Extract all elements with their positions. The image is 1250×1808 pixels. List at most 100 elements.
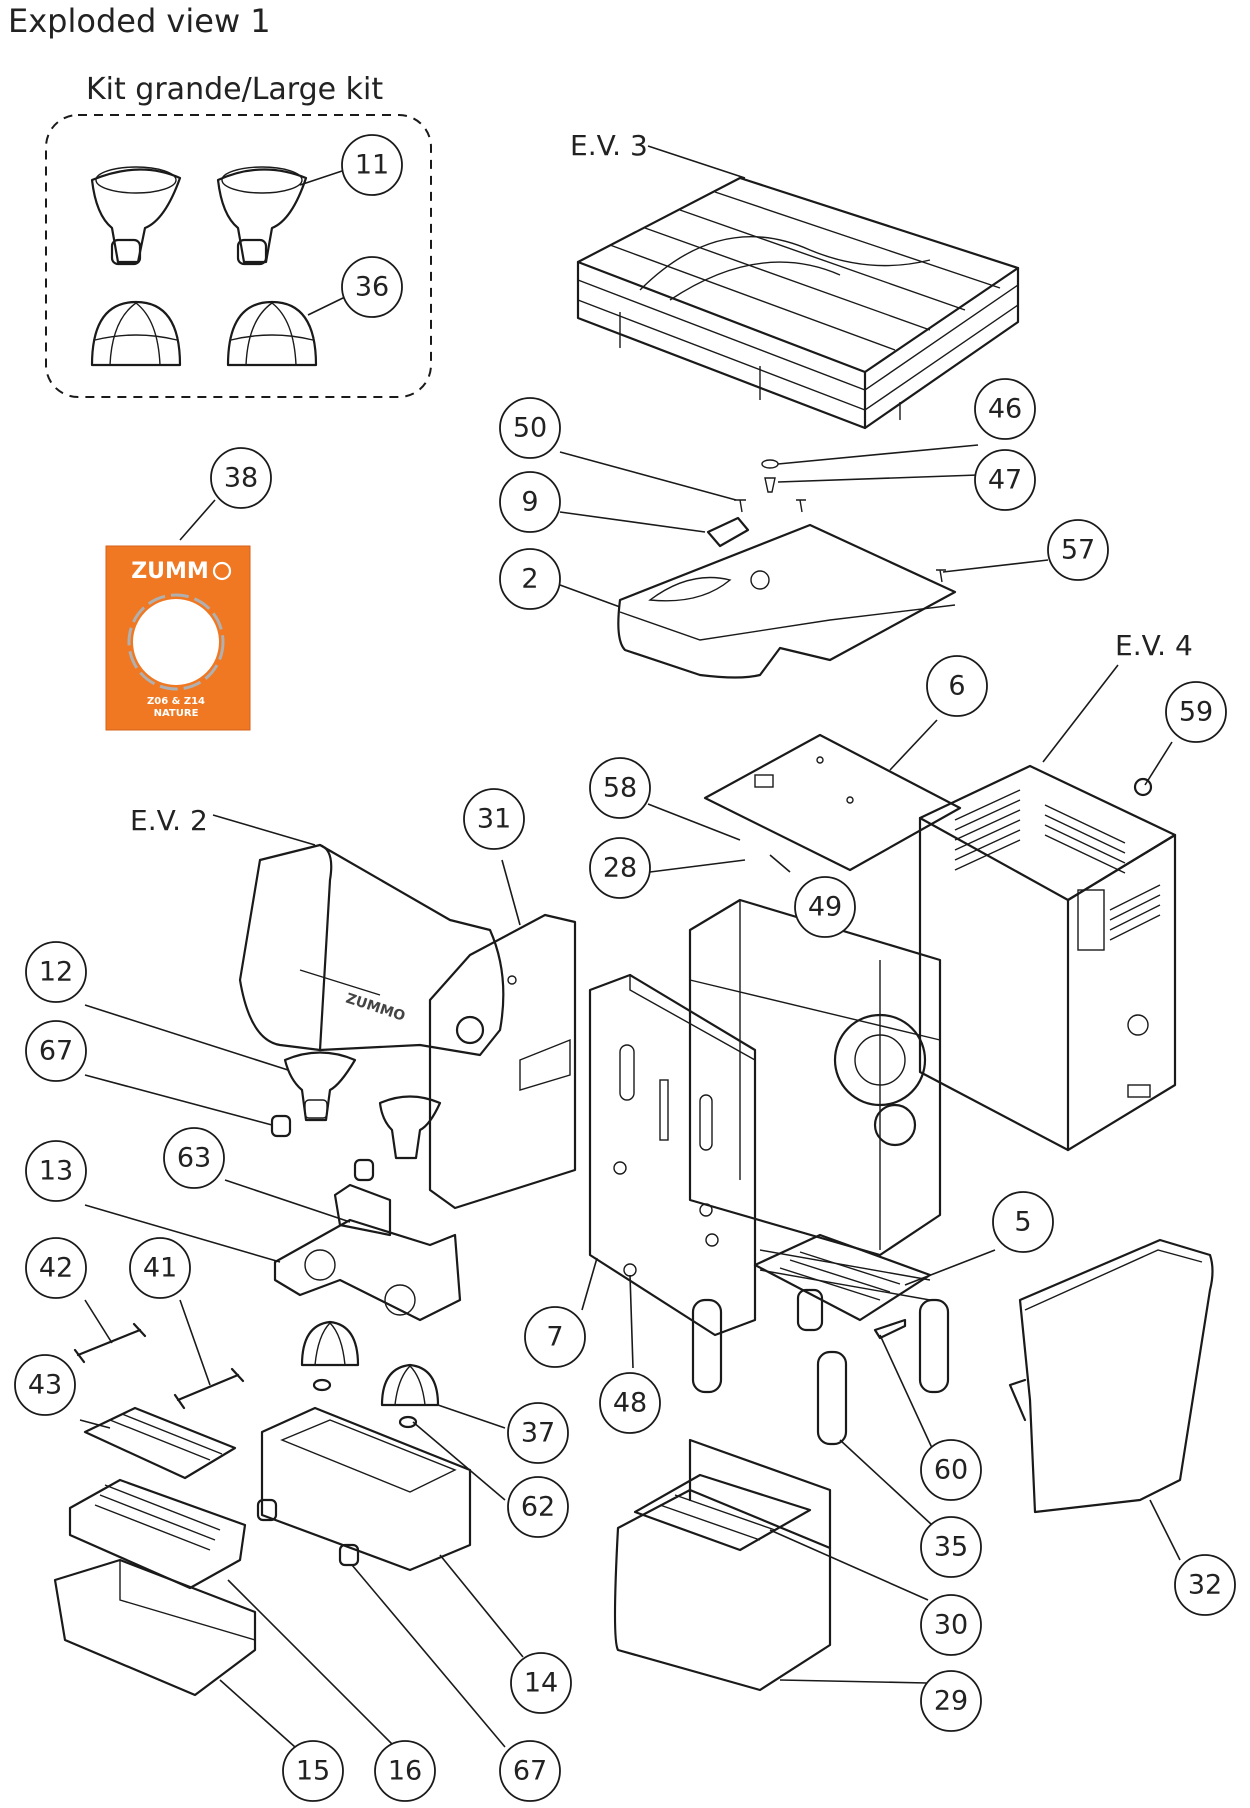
callout-bubble: 2: [499, 548, 561, 610]
callout-bubble: 29: [920, 1670, 982, 1732]
callout-bubble: 43: [14, 1354, 76, 1416]
callout-bubble: 13: [25, 1140, 87, 1202]
washer-part: [398, 1415, 418, 1429]
callout-bubble: 37: [507, 1402, 569, 1464]
callout-bubble: 41: [129, 1237, 191, 1299]
bolt-part: [73, 1322, 147, 1364]
callout-bubble: 62: [507, 1476, 569, 1538]
svg-text:57: 57: [1061, 535, 1095, 566]
ev4-label: E.V. 4: [1115, 629, 1193, 662]
callout-bubble: 15: [282, 1740, 344, 1802]
screw-icon: [936, 569, 946, 583]
svg-text:ZUMMO: ZUMMO: [344, 991, 407, 1025]
basket-drawing: [576, 176, 1020, 430]
tray-14-drawing: [260, 1406, 472, 1572]
sieve-16-drawing: [68, 1478, 247, 1590]
svg-text:42: 42: [39, 1253, 73, 1284]
label-model-2: NATURE: [154, 708, 199, 719]
callout-bubble: 67: [25, 1020, 87, 1082]
svg-text:14: 14: [524, 1668, 558, 1699]
svg-text:12: 12: [39, 957, 73, 988]
leg-drawing: [918, 1298, 950, 1394]
callout-bubble: 7: [524, 1306, 586, 1368]
svg-text:13: 13: [39, 1156, 73, 1187]
svg-text:6: 6: [948, 671, 965, 702]
svg-text:58: 58: [603, 773, 637, 804]
svg-text:7: 7: [546, 1322, 563, 1353]
knob-part: [1133, 777, 1153, 797]
ev3-leader: [647, 145, 746, 179]
callout-bubble: 14: [510, 1652, 572, 1714]
svg-text:47: 47: [988, 465, 1022, 496]
svg-text:37: 37: [521, 1418, 555, 1449]
svg-text:30: 30: [934, 1610, 968, 1641]
bin-15-drawing: [53, 1558, 257, 1697]
callout-bubble: 28: [589, 837, 651, 899]
filter-part: [83, 1406, 237, 1480]
kit-dome-icon: [226, 300, 318, 367]
dome-part: [300, 1320, 360, 1367]
callout-bubble: 11: [341, 134, 403, 196]
washer-part: [312, 1378, 332, 1392]
callout-leaders: [79, 169, 1181, 1748]
callout-bubble: 16: [374, 1740, 436, 1802]
drip-tray-drawing: [613, 1438, 832, 1692]
nut-icon: [353, 1158, 375, 1182]
svg-text:35: 35: [934, 1532, 968, 1563]
svg-text:67: 67: [39, 1036, 73, 1067]
svg-text:28: 28: [603, 853, 637, 884]
callout-bubble: 50: [499, 397, 561, 459]
svg-text:67: 67: [513, 1756, 547, 1787]
callout-bubble: 30: [920, 1594, 982, 1656]
nut-icon: [270, 1114, 292, 1138]
callout-bubble: 58: [589, 757, 651, 819]
svg-text:60: 60: [934, 1455, 968, 1486]
screw-icon: [764, 477, 776, 493]
svg-text:5: 5: [1014, 1207, 1031, 1238]
ev4-leader: [1042, 664, 1119, 763]
svg-text:63: 63: [177, 1143, 211, 1174]
svg-text:32: 32: [1188, 1570, 1222, 1601]
kit-cup-icon: [216, 166, 308, 266]
clip-part: [706, 516, 750, 548]
leg-drawing: [796, 1288, 824, 1332]
svg-text:48: 48: [613, 1388, 647, 1419]
screw-icon: [734, 499, 746, 513]
svg-text:9: 9: [521, 487, 538, 518]
svg-text:62: 62: [521, 1492, 555, 1523]
callout-bubble: 36: [341, 256, 403, 318]
holder-drawing: [273, 1183, 462, 1322]
page-title: Exploded view 1: [8, 2, 271, 40]
jug-drawing: [1008, 1238, 1214, 1514]
svg-text:2: 2: [521, 564, 538, 595]
leg-drawing: [816, 1350, 848, 1446]
motor-frame-drawing: [688, 898, 942, 1301]
label-model-1: Z06 & Z14: [147, 696, 205, 707]
bolt-part: [173, 1367, 245, 1410]
callout-bubble: 49: [794, 876, 856, 938]
housing-drawing: [918, 764, 1177, 1152]
svg-text:50: 50: [513, 413, 547, 444]
svg-text:49: 49: [808, 892, 842, 923]
svg-text:46: 46: [988, 394, 1022, 425]
kit-title: Kit grande/Large kit: [86, 72, 384, 107]
callout-bubble: 6: [926, 655, 988, 717]
screw-icon: [623, 1263, 637, 1277]
nut-icon: [338, 1543, 360, 1567]
callout-bubble: 12: [25, 941, 87, 1003]
svg-text:41: 41: [143, 1253, 177, 1284]
svg-text:16: 16: [388, 1756, 422, 1787]
ev2-leader: [212, 814, 316, 846]
callout-bubble: 46: [974, 378, 1036, 440]
callout-bubble: 63: [163, 1127, 225, 1189]
svg-text:31: 31: [477, 804, 511, 835]
callout-bubble: 48: [599, 1372, 661, 1434]
callout-bubble: 59: [1165, 681, 1227, 743]
front-panel-drawing: [588, 973, 757, 1337]
cup-part-12b: [378, 1095, 442, 1160]
callout-bubble: 42: [25, 1237, 87, 1299]
ev3-label: E.V. 3: [570, 129, 648, 162]
kit-frame: [45, 114, 432, 398]
container-drawing: [428, 913, 577, 1210]
grate-drawing: [753, 1233, 932, 1322]
